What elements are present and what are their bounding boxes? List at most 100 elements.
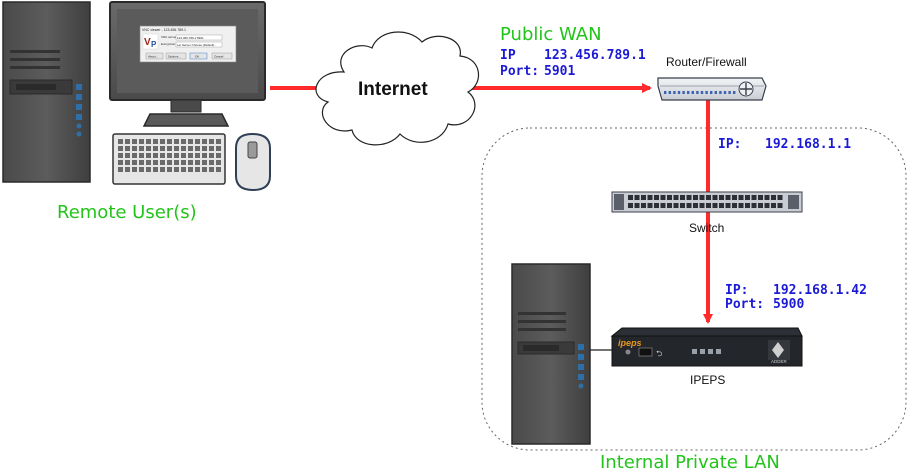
switch-port (641, 203, 646, 208)
switch-port (628, 195, 633, 200)
wan-port-key: Port: (500, 64, 539, 79)
keyboard-key (216, 139, 221, 144)
router-firewall-icon (657, 77, 767, 101)
switch-port (764, 203, 770, 208)
keyboard-key (132, 139, 137, 144)
keyboard-key (160, 139, 165, 144)
keyboard-key (209, 153, 214, 158)
network-switch-icon (611, 191, 803, 213)
switch-port (654, 203, 659, 208)
keyboard-key (181, 167, 186, 172)
switch-port (706, 195, 711, 200)
dialog-title: VNC viewer - 123.456.789.1 (142, 28, 186, 32)
keyboard-key (146, 153, 151, 158)
switch-port (738, 203, 744, 208)
router-port-led (668, 91, 671, 94)
switch-port (712, 195, 718, 200)
svg-text:P: P (151, 40, 157, 49)
ipeps-ip-key: IP: (725, 283, 748, 298)
keyboard-key (146, 160, 151, 165)
keyboard-key (202, 153, 207, 158)
keyboard-key (174, 146, 179, 151)
keyboard-key (167, 153, 172, 158)
router-port-led (691, 91, 694, 94)
switch-port (634, 203, 640, 208)
switch-port (641, 195, 646, 200)
switch-port (732, 195, 737, 200)
remote-tower-icon (2, 1, 91, 183)
ipeps-label: IPEPS (690, 373, 725, 387)
vnc-viewer-dialog: VNC viewer - 123.456.789.1 V P VNC serve… (139, 25, 237, 63)
switch-port (732, 203, 737, 208)
keyboard-key (188, 139, 193, 144)
usb-icon: ⮌ (656, 349, 662, 358)
keyboard-key (195, 160, 200, 165)
router-port-led (719, 91, 722, 94)
switch-port (738, 195, 744, 200)
keyboard-key (216, 153, 221, 158)
keyboard-key (132, 146, 137, 151)
keyboard-key (160, 153, 165, 158)
lan-boundary (481, 127, 907, 451)
keyboard-key (181, 153, 186, 158)
internal-lan-label: Internal Private LAN (600, 452, 780, 472)
keyboard-key (174, 160, 179, 165)
switch-port (686, 203, 692, 208)
switch-port (673, 203, 679, 208)
keyboard-key (167, 167, 172, 172)
public-wan-title: Public WAN (500, 24, 602, 45)
keyboard-key (139, 160, 144, 165)
remote-users-label: Remote User(s) (57, 202, 197, 223)
dialog-about-button: About... (148, 55, 159, 59)
keyboard-key (118, 139, 123, 144)
ipeps-port (692, 349, 697, 354)
keyboard-key (216, 160, 221, 165)
router-port-led (682, 91, 685, 94)
ipeps-port-key: Port: (725, 297, 764, 312)
ipeps-port (716, 349, 721, 354)
keyboard-key (118, 146, 123, 151)
switch-port (706, 203, 711, 208)
internet-label: Internet (358, 79, 428, 100)
switch-port (667, 203, 672, 208)
switch-port (647, 203, 653, 208)
monitor-icon (109, 1, 266, 127)
keyboard-key (153, 146, 158, 151)
ipeps-port (700, 349, 705, 354)
keyboard-key (167, 139, 172, 144)
vnc-logo-text: V (144, 37, 151, 48)
keyboard-key (188, 160, 193, 165)
keyboard-key (174, 167, 179, 172)
ipeps-port-value: 5900 (773, 297, 804, 312)
switch-port (725, 195, 731, 200)
router-port-led (687, 91, 690, 94)
switch-port (693, 195, 698, 200)
switch-port (699, 203, 705, 208)
keyboard-key (202, 139, 207, 144)
keyboard-key (132, 167, 137, 172)
switch-port (758, 195, 763, 200)
keyboard-key (118, 167, 123, 172)
router-ip-key: IP: (718, 137, 741, 152)
switch-port (686, 195, 692, 200)
dialog-server-label: VNC server: (161, 35, 178, 39)
ipeps-maker-text: ADDER (771, 359, 788, 364)
router-port-led (696, 91, 699, 94)
keyboard-key (118, 160, 123, 165)
keyboard-key (132, 153, 137, 158)
switch-port (647, 195, 653, 200)
switch-port (745, 203, 750, 208)
switch-port (680, 195, 685, 200)
switch-port (654, 195, 659, 200)
router-port-led (733, 91, 736, 94)
keyboard-key (174, 153, 179, 158)
router-port-led (728, 91, 731, 94)
keyboard-key (125, 167, 130, 172)
dialog-options-button: Options... (168, 55, 181, 59)
router-port-led (723, 91, 727, 94)
keyboard-key (188, 153, 193, 158)
keyboard-icon (112, 133, 226, 185)
keyboard-key (153, 139, 158, 144)
switch-port (771, 203, 776, 208)
